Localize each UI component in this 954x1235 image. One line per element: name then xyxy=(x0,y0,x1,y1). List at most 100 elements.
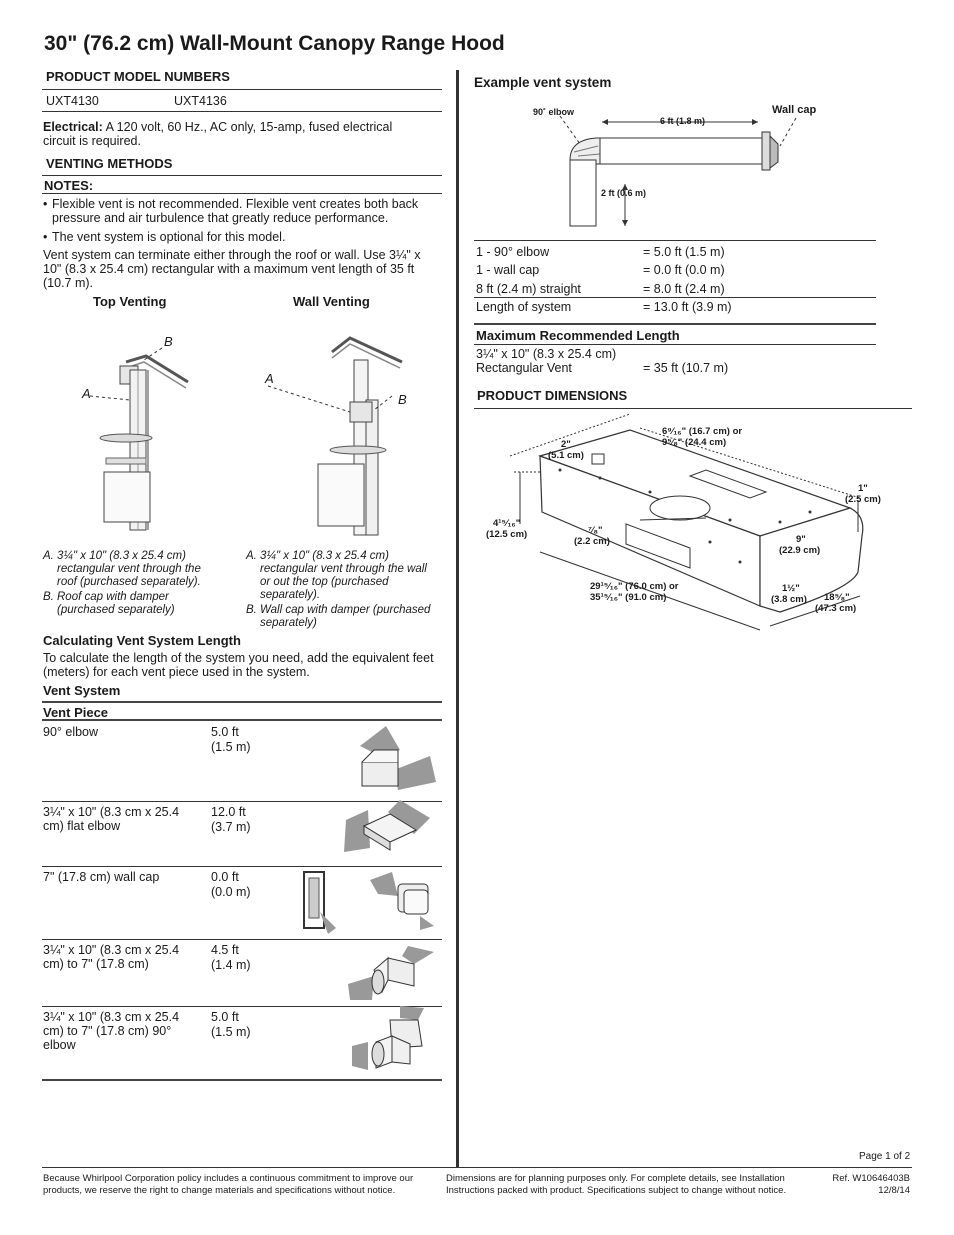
divider xyxy=(42,1079,442,1081)
footer-divider xyxy=(42,1167,912,1168)
calc-row-value: = 13.0 ft (3.9 m) xyxy=(643,300,732,314)
note-text: The vent system is optional for this mod… xyxy=(52,230,286,244)
piece-ft: 5.0 ft xyxy=(211,725,239,739)
electrical-label: Electrical: xyxy=(43,120,103,134)
notes-heading: NOTES: xyxy=(44,178,94,193)
divider xyxy=(42,111,442,112)
piece-ft: 5.0 ft xyxy=(211,1010,239,1024)
elbow-label: 90˚ elbow xyxy=(533,107,575,117)
footer-disclaimer: Dimensions are for planning purposes onl… xyxy=(446,1173,787,1196)
dim-label: (22.9 cm) xyxy=(779,545,821,556)
dim-label: 35¹⁵⁄₁₆" (91.0 cm) xyxy=(590,592,667,603)
divider xyxy=(474,297,876,298)
dim-label: (3.8 cm) xyxy=(771,594,807,605)
footer-date: 12/8/14 xyxy=(878,1185,910,1196)
footer-ref: Ref. W10646403B xyxy=(832,1173,910,1184)
max-value: = 35 ft (10.7 m) xyxy=(643,361,729,375)
wall-venting-label: Wall Venting xyxy=(293,294,370,309)
dim-label: 1½" xyxy=(782,583,800,594)
calc-row-item: Length of system xyxy=(476,300,572,314)
piece-m: (1.4 m) xyxy=(211,958,251,972)
divider xyxy=(474,323,876,325)
divider xyxy=(42,719,442,721)
calc-heading: Calculating Vent System Length xyxy=(43,633,241,648)
divider xyxy=(474,408,912,409)
vent-system-heading: Vent System xyxy=(43,683,121,698)
note-text: Flexible vent is not recommended. Flexib… xyxy=(52,197,419,225)
max-item-line2: Rectangular Vent xyxy=(476,361,572,375)
electrical-text: A 120 volt, 60 Hz., AC only, 15-amp, fus… xyxy=(43,120,393,148)
divider xyxy=(42,193,442,194)
top-venting-illustration xyxy=(89,347,189,531)
dim-label: (47.3 cm) xyxy=(815,603,857,614)
calc-row-value: = 0.0 ft (0.0 m) xyxy=(643,263,725,277)
note-item: • The vent system is optional for this m… xyxy=(43,230,428,244)
model-number-2: UXT4136 xyxy=(174,94,227,108)
divider xyxy=(42,701,442,703)
piece-name: 3¼" x 10" (8.3 cm x 25.4 cm) to 7" (17.8… xyxy=(43,943,180,971)
divider xyxy=(42,866,442,867)
piece-m: (3.7 m) xyxy=(211,820,251,834)
dim-label: 29¹⁵⁄₁₆" (76.0 cm) or xyxy=(590,581,679,592)
piece-ft: 0.0 ft xyxy=(211,870,239,884)
note-item: • Flexible vent is not recommended. Flex… xyxy=(43,197,428,225)
caption-wall-a: A. 3¼" x 10" (8.3 x 25.4 cm) rectangular… xyxy=(246,550,436,602)
dim-label: 4¹⁵⁄₁₆" xyxy=(493,518,521,529)
piece-m: (0.0 m) xyxy=(211,885,251,899)
transition-elbow-icon xyxy=(352,1006,424,1070)
calc-row-item: 8 ft (2.4 m) straight xyxy=(476,282,581,296)
dim-label: (12.5 cm) xyxy=(486,529,528,540)
vent-piece-heading: Vent Piece xyxy=(43,705,109,720)
divider xyxy=(42,1006,442,1007)
dim-label: (2.2 cm) xyxy=(574,536,610,547)
caption-key: B. xyxy=(246,604,257,616)
calc-row-item: 1 - 90° elbow xyxy=(476,245,550,259)
max-item-line1: 3¼" x 10" (8.3 x 25.4 cm) xyxy=(476,347,617,361)
caption-text: Wall cap with damper (purchased separate… xyxy=(260,604,431,629)
wall-cap-icon xyxy=(303,871,434,934)
six-ft-label: 6 ft (1.8 m) xyxy=(660,116,706,126)
calc-text: To calculate the length of the system yo… xyxy=(43,651,434,679)
model-heading: PRODUCT MODEL NUMBERS xyxy=(46,69,230,84)
caption-text: 3¼" x 10" (8.3 x 25.4 cm) rectangular ve… xyxy=(57,550,201,588)
page-title: 30" (76.2 cm) Wall-Mount Canopy Range Ho… xyxy=(44,32,505,55)
top-venting-label: Top Venting xyxy=(93,294,167,309)
callout-a: A xyxy=(82,386,91,401)
caption-top-a: A. 3¼" x 10" (8.3 x 25.4 cm) rectangular… xyxy=(43,550,223,589)
model-number-1: UXT4130 xyxy=(46,94,99,108)
wall-venting-illustration xyxy=(267,336,403,536)
divider xyxy=(474,240,876,241)
footer-policy: Because Whirlpool Corporation policy inc… xyxy=(43,1173,414,1196)
dim-label: 18⁵⁄₈" xyxy=(824,592,850,603)
venting-heading: VENTING METHODS xyxy=(46,156,173,171)
divider xyxy=(42,89,442,90)
caption-text: Roof cap with damper (purchased separate… xyxy=(57,591,175,616)
two-ft-label: 2 ft (0.6 m) xyxy=(601,188,647,198)
max-heading: Maximum Recommended Length xyxy=(476,328,680,343)
dim-label: 1" xyxy=(858,483,868,494)
calc-row-value: = 5.0 ft (1.5 m) xyxy=(643,245,725,259)
piece-name: 3¼" x 10" (8.3 cm x 25.4 cm) flat elbow xyxy=(43,805,180,833)
bullet-icon: • xyxy=(43,197,48,211)
dims-heading: PRODUCT DIMENSIONS xyxy=(477,388,628,403)
calc-row-item: 1 - wall cap xyxy=(476,263,540,277)
callout-b: B xyxy=(164,334,173,349)
page-number: Page 1 of 2 xyxy=(859,1151,911,1162)
caption-wall-b: B. Wall cap with damper (purchased separ… xyxy=(246,604,436,630)
elbow-90-icon xyxy=(360,726,436,790)
caption-text: 3¼" x 10" (8.3 x 25.4 cm) rectangular ve… xyxy=(260,550,427,601)
calc-row-value: = 8.0 ft (2.4 m) xyxy=(643,282,725,296)
bullet-icon: • xyxy=(43,230,48,244)
divider xyxy=(474,344,876,345)
example-heading: Example vent system xyxy=(474,75,612,90)
caption-key: A. xyxy=(246,550,257,562)
electrical-requirement: Electrical: A 120 volt, 60 Hz., AC only,… xyxy=(43,120,423,148)
wallcap-label: Wall cap xyxy=(772,104,817,116)
dim-label: 9" xyxy=(796,534,806,545)
divider xyxy=(42,939,442,940)
dim-label: 6⁹⁄₁₆" (16.7 cm) or xyxy=(662,426,743,437)
divider xyxy=(42,175,442,176)
dim-label: ⁷⁄₈" xyxy=(588,525,603,536)
dim-label: 9⁵⁄₈" (24.4 cm) xyxy=(662,437,727,448)
dim-label: (5.1 cm) xyxy=(548,450,584,461)
